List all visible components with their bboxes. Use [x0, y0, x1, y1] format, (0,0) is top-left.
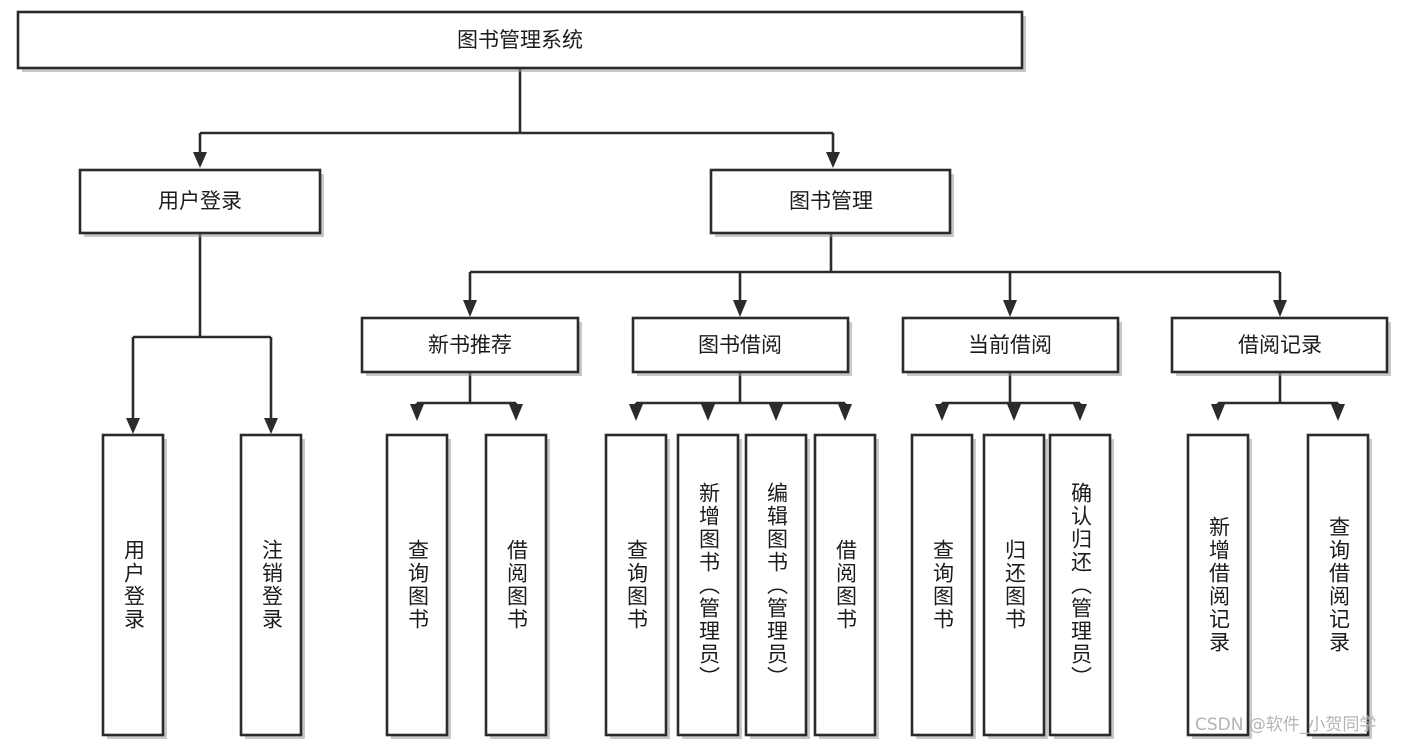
leaf-query-book-1[interactable]: [385, 433, 451, 739]
leaf-user-login[interactable]: [101, 433, 167, 739]
connector-bookborrow-to-leaves: [629, 372, 852, 421]
node-root[interactable]: 图书管理系统: [16, 10, 1026, 72]
leaf-user-logout[interactable]: [239, 433, 305, 739]
node-new-book-recommend[interactable]: 新书推荐: [360, 316, 582, 376]
leaf-return-book[interactable]: [982, 433, 1048, 739]
node-user-login[interactable]: 用户登录: [78, 168, 324, 237]
leaf-add-record[interactable]: [1186, 433, 1252, 739]
node-book-manage-label: 图书管理: [789, 189, 873, 213]
leaf-query-book-2[interactable]: [604, 433, 670, 739]
node-current-borrow-label: 当前借阅: [968, 333, 1052, 357]
node-borrow-record[interactable]: 借阅记录: [1170, 316, 1391, 376]
connector-layer: [126, 68, 1345, 434]
node-root-label: 图书管理系统: [457, 28, 583, 52]
node-user-login-label: 用户登录: [158, 189, 242, 213]
csdn-watermark: CSDN @软件_小贺同学: [1195, 715, 1377, 735]
connector-userlogin-to-leaves: [126, 233, 278, 434]
connector-currentborrow-to-leaves: [935, 372, 1087, 421]
leaf-confirm-return[interactable]: [1048, 433, 1114, 739]
leaf-borrow-book-1[interactable]: [484, 433, 550, 739]
connector-newbook-to-leaves: [410, 372, 523, 421]
node-book-borrow[interactable]: 图书借阅: [631, 316, 852, 376]
node-new-book-recommend-label: 新书推荐: [428, 333, 512, 357]
node-borrow-record-label: 借阅记录: [1238, 333, 1322, 357]
connector-root-to-level1: [193, 68, 840, 168]
leaf-query-book-3[interactable]: [910, 433, 976, 739]
node-current-borrow[interactable]: 当前借阅: [901, 316, 1122, 376]
node-book-borrow-label: 图书借阅: [698, 333, 782, 357]
connector-bookmanage-to-level2: [463, 233, 1287, 317]
leaf-edit-book[interactable]: [744, 433, 810, 739]
leaf-query-record[interactable]: [1306, 433, 1372, 739]
leaf-add-book[interactable]: [676, 433, 742, 739]
leaf-borrow-book-2[interactable]: [813, 433, 879, 739]
node-book-manage[interactable]: 图书管理: [709, 168, 954, 237]
connector-borrowrecord-to-leaves: [1211, 372, 1345, 421]
